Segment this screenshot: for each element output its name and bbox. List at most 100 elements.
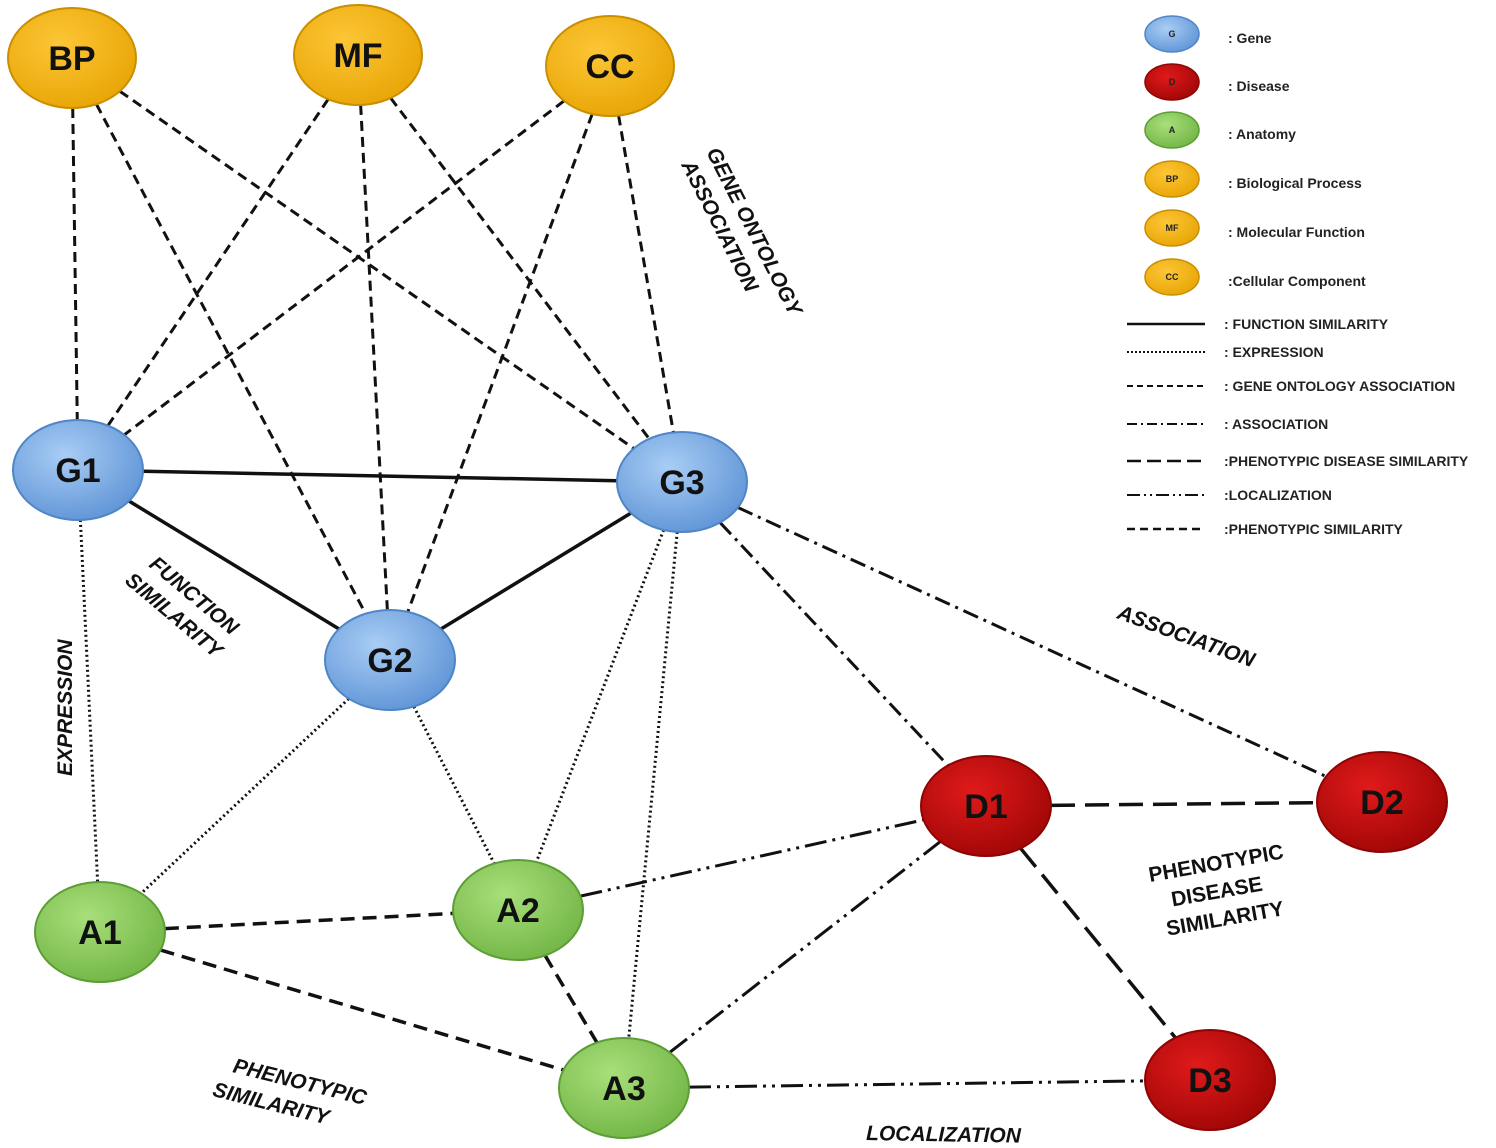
edge-mf-g1 (106, 98, 330, 427)
legend-line-gene_ontology: : GENE ONTOLOGY ASSOCIATION (1127, 378, 1455, 394)
expression-label: EXPRESSION (54, 639, 77, 776)
edge-bp-g3 (118, 90, 635, 450)
node-g3-shape (616, 431, 748, 533)
legend-swatch (1144, 209, 1200, 247)
node-d3[interactable]: D3 (1144, 1029, 1276, 1131)
node-d1[interactable]: D1 (920, 755, 1052, 857)
edge-cc-g1 (123, 99, 566, 437)
node-a1-label: A1 (78, 914, 121, 952)
legend-line-association: : ASSOCIATION (1127, 416, 1328, 432)
legend-item-a: A : Anatomy (1144, 111, 1296, 149)
node-d3-shape (1144, 1029, 1276, 1131)
edge-a3-d3 (688, 1079, 1146, 1089)
node-d2-shape (1316, 751, 1448, 853)
legend-label: : Gene (1228, 30, 1272, 46)
legend-label: :LOCALIZATION (1224, 487, 1332, 503)
legend-swatch (1144, 15, 1200, 53)
node-a3-shape (558, 1037, 690, 1139)
node-d1-shape (920, 755, 1052, 857)
node-mf[interactable]: MF (293, 4, 423, 106)
legend-abbr: MF (1166, 223, 1179, 233)
edge-g3-d2 (737, 506, 1327, 778)
legend-label: :PHENOTYPIC SIMILARITY (1224, 521, 1404, 537)
node-bp[interactable]: BP (7, 7, 137, 109)
phenotypic-disease-similarity-label: PHENOTYPIC DISEASE SIMILARITY (1147, 841, 1286, 941)
legend-item-cc: CC:Cellular Component (1144, 258, 1366, 296)
label-line: LOCALIZATION (866, 1122, 1022, 1148)
legend-line-disease_similarity: :PHENOTYPIC DISEASE SIMILARITY (1127, 453, 1469, 469)
legend-abbr: G (1168, 29, 1175, 39)
node-d2[interactable]: D2 (1316, 751, 1448, 853)
legend-swatch (1144, 258, 1200, 296)
node-g3-label: G3 (659, 464, 704, 502)
node-d2-label: D2 (1360, 784, 1403, 822)
node-mf-label: MF (333, 37, 382, 75)
node-d3-label: D3 (1188, 1062, 1231, 1100)
legend-label: : EXPRESSION (1224, 344, 1324, 360)
edge-mf-g2 (359, 104, 389, 611)
legend-label: :PHENOTYPIC DISEASE SIMILARITY (1224, 453, 1469, 469)
legend-label: :Cellular Component (1228, 273, 1366, 289)
node-cc[interactable]: CC (545, 15, 675, 117)
phenotypic-similarity-label: PHENOTYPIC SIMILARITY (210, 1055, 369, 1130)
edge-g1-a1 (78, 519, 100, 883)
legend-item-d: D: Disease (1144, 63, 1290, 101)
edge-g3-d1 (718, 521, 950, 767)
node-g2-shape (324, 609, 456, 711)
node-a2[interactable]: A2 (452, 859, 584, 961)
node-mf-shape (293, 4, 423, 106)
legend-abbr: A (1169, 125, 1176, 135)
legend-label: : GENE ONTOLOGY ASSOCIATION (1224, 378, 1455, 394)
node-g2-label: G2 (367, 642, 412, 680)
edge-a2-a3 (543, 954, 599, 1044)
edge-d1-d2 (1050, 800, 1318, 808)
edge-g2-a2 (412, 705, 496, 865)
node-g1-shape (12, 419, 144, 521)
legend-item-bp: BP: Biological Process (1144, 160, 1362, 198)
legend-swatch (1144, 63, 1200, 101)
node-g1[interactable]: G1 (12, 419, 144, 521)
legend-label: : Molecular Function (1228, 224, 1365, 240)
node-g1-label: G1 (55, 452, 100, 490)
localization-label: LOCALIZATION (866, 1122, 1022, 1148)
legend-line-function: : FUNCTION SIMILARITY (1127, 316, 1389, 332)
legend-label: : ASSOCIATION (1224, 416, 1328, 432)
function-similarity-label: FUNCTION SIMILARITY (121, 552, 244, 664)
edge-g2-a1 (140, 697, 350, 895)
edge-g2-g3 (440, 511, 632, 631)
label-line: EXPRESSION (54, 639, 77, 776)
edge-cc-g3 (617, 115, 675, 433)
legend-item-g: G : Gene (1144, 15, 1272, 53)
node-a2-shape (452, 859, 584, 961)
label-line: ASSOCIATION (1113, 601, 1258, 673)
node-g2[interactable]: G2 (324, 609, 456, 711)
edge-mf-g3 (389, 97, 651, 440)
edge-g3-a2 (534, 529, 666, 863)
node-cc-shape (545, 15, 675, 117)
node-g3[interactable]: G3 (616, 431, 748, 533)
edge-g1-g2 (128, 499, 340, 631)
legend-line-localization: :LOCALIZATION (1127, 487, 1332, 503)
node-a3-label: A3 (602, 1070, 645, 1108)
legend-label: : Anatomy (1228, 126, 1296, 142)
edge-bp-g1 (71, 107, 79, 421)
edge-bp-g2 (95, 103, 367, 615)
legend-abbr: BP (1166, 174, 1179, 184)
edge-a3-d1 (668, 840, 942, 1054)
node-cc-label: CC (585, 48, 634, 86)
edge-a1-a3 (160, 948, 564, 1072)
edge-cc-g2 (406, 113, 594, 613)
node-a3[interactable]: A3 (558, 1037, 690, 1139)
node-a1[interactable]: A1 (34, 881, 166, 983)
legend-line-phenotypic: :PHENOTYPIC SIMILARITY (1127, 521, 1404, 537)
legend-item-mf: MF : Molecular Function (1144, 209, 1365, 247)
legend-line-expression: : EXPRESSION (1127, 344, 1324, 360)
edge-a1-a2 (164, 911, 454, 931)
edge-a2-d1 (580, 818, 924, 898)
node-bp-label: BP (48, 40, 95, 78)
legend-abbr: D (1169, 77, 1176, 87)
legend-swatch (1144, 160, 1200, 198)
